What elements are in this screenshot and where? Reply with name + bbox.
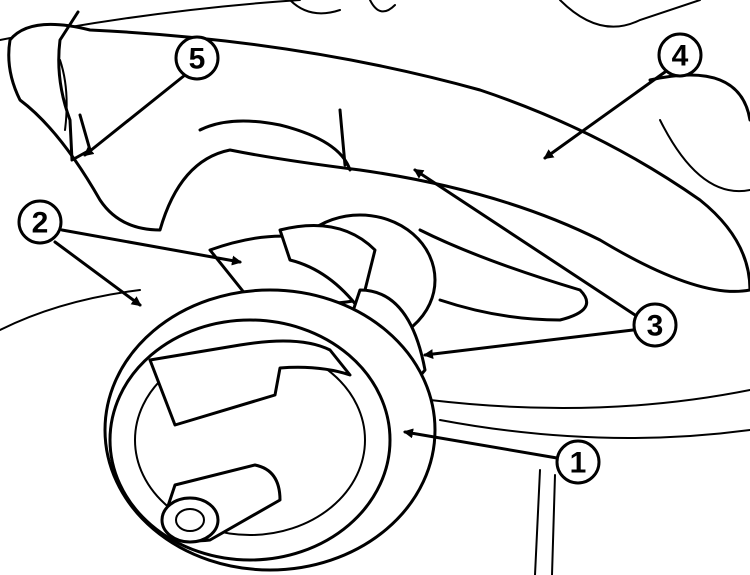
- callout-1: 1: [555, 439, 601, 485]
- leader-lines: [53, 70, 667, 460]
- callout-2: 2: [17, 199, 63, 245]
- callout-2-label: 2: [32, 207, 49, 240]
- callout-1-label: 1: [570, 447, 587, 480]
- callout-4-label: 4: [672, 40, 689, 73]
- clip-wire: [57, 10, 92, 162]
- callout-3: 3: [632, 302, 678, 348]
- callout-3-label: 3: [647, 310, 664, 343]
- control-arm: [7, 22, 750, 322]
- rotation-direction-arrow: [148, 339, 352, 427]
- callout-4: 4: [657, 32, 703, 78]
- callout-5-label: 5: [189, 43, 206, 76]
- callout-5: 5: [174, 35, 220, 81]
